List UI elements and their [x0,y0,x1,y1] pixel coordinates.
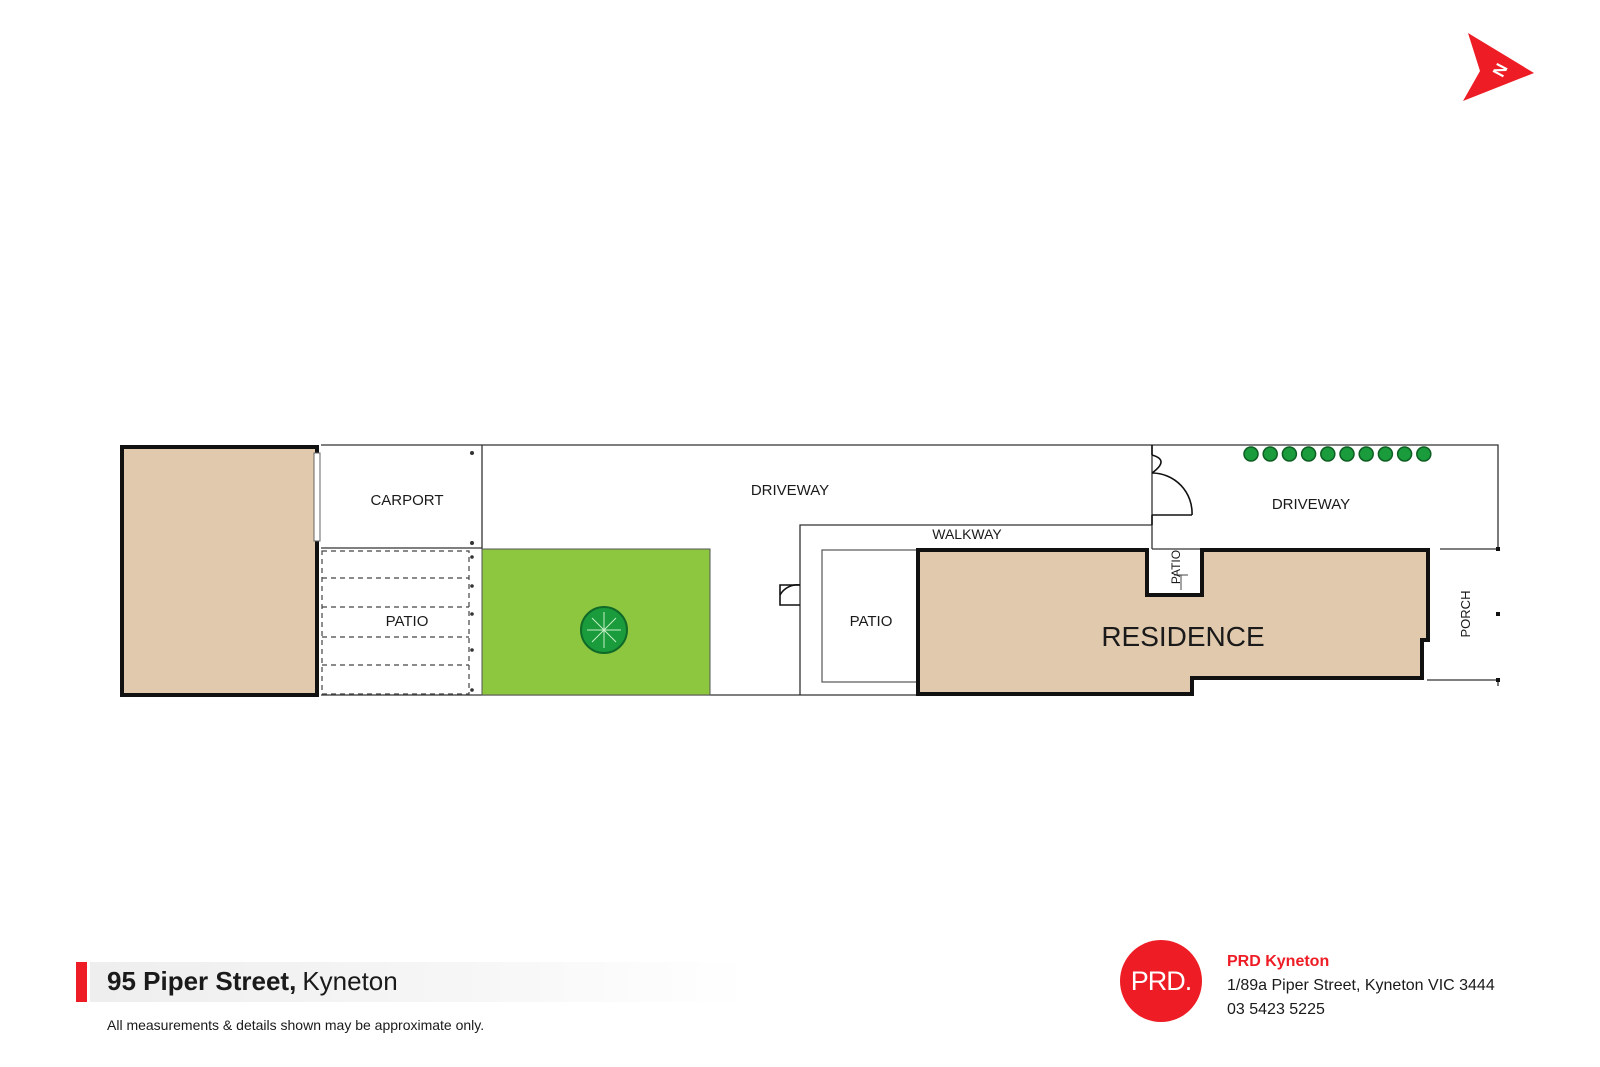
prd-logo: PRD. [1120,940,1202,1022]
agent-address: 1/89a Piper Street, Kyneton VIC 3444 [1227,977,1495,994]
footer: 95 Piper Street,Kyneton All measurements… [0,940,1600,1067]
gate-swing-icon [1151,445,1193,525]
residence-building [916,548,1430,696]
address-suburb: Kyneton [302,966,398,996]
patio-middle-area [821,549,919,683]
shrub-icon [1377,446,1394,462]
door-swing-icon [779,584,801,606]
shrub-icon [1281,446,1298,462]
agent-details: PRD Kyneton 1/89a Piper Street, Kyneton … [1227,950,1495,1022]
shrub-icon [1339,446,1355,462]
label-residence: RESIDENCE [1101,621,1264,652]
shed-building [120,445,319,697]
shrub-icon [1396,446,1413,462]
property-address: 95 Piper Street,Kyneton [107,966,398,997]
label-walkway: WALKWAY [932,526,1002,542]
agent-phone: 03 5423 5225 [1227,1001,1325,1018]
agent-name: PRD Kyneton [1227,953,1330,970]
label-patio-left: PATIO [386,613,429,630]
label-carport: CARPORT [370,492,443,509]
label-patio-small: PATIO [1169,550,1183,584]
label-driveway-left: DRIVEWAY [751,482,829,499]
hedge-row [1243,446,1432,462]
disclaimer: All measurements & details shown may be … [107,1017,485,1033]
shrub-icon [1300,446,1317,462]
shrub-icon [1416,446,1432,462]
address-accent-bar [76,962,87,1002]
address-background [90,962,750,1002]
patio-left-area [321,550,470,695]
tree-icon [580,606,628,654]
shrub-icon [1243,446,1259,462]
label-driveway-right: DRIVEWAY [1272,496,1350,513]
address-street: 95 Piper Street, [107,966,297,996]
shrub-icon [1320,446,1336,462]
shrub-icon [1262,446,1278,462]
label-porch: PORCH [1458,591,1473,638]
north-compass-icon: N [1463,33,1534,101]
label-patio-middle: PATIO [850,613,893,630]
shrub-icon [1358,446,1374,462]
